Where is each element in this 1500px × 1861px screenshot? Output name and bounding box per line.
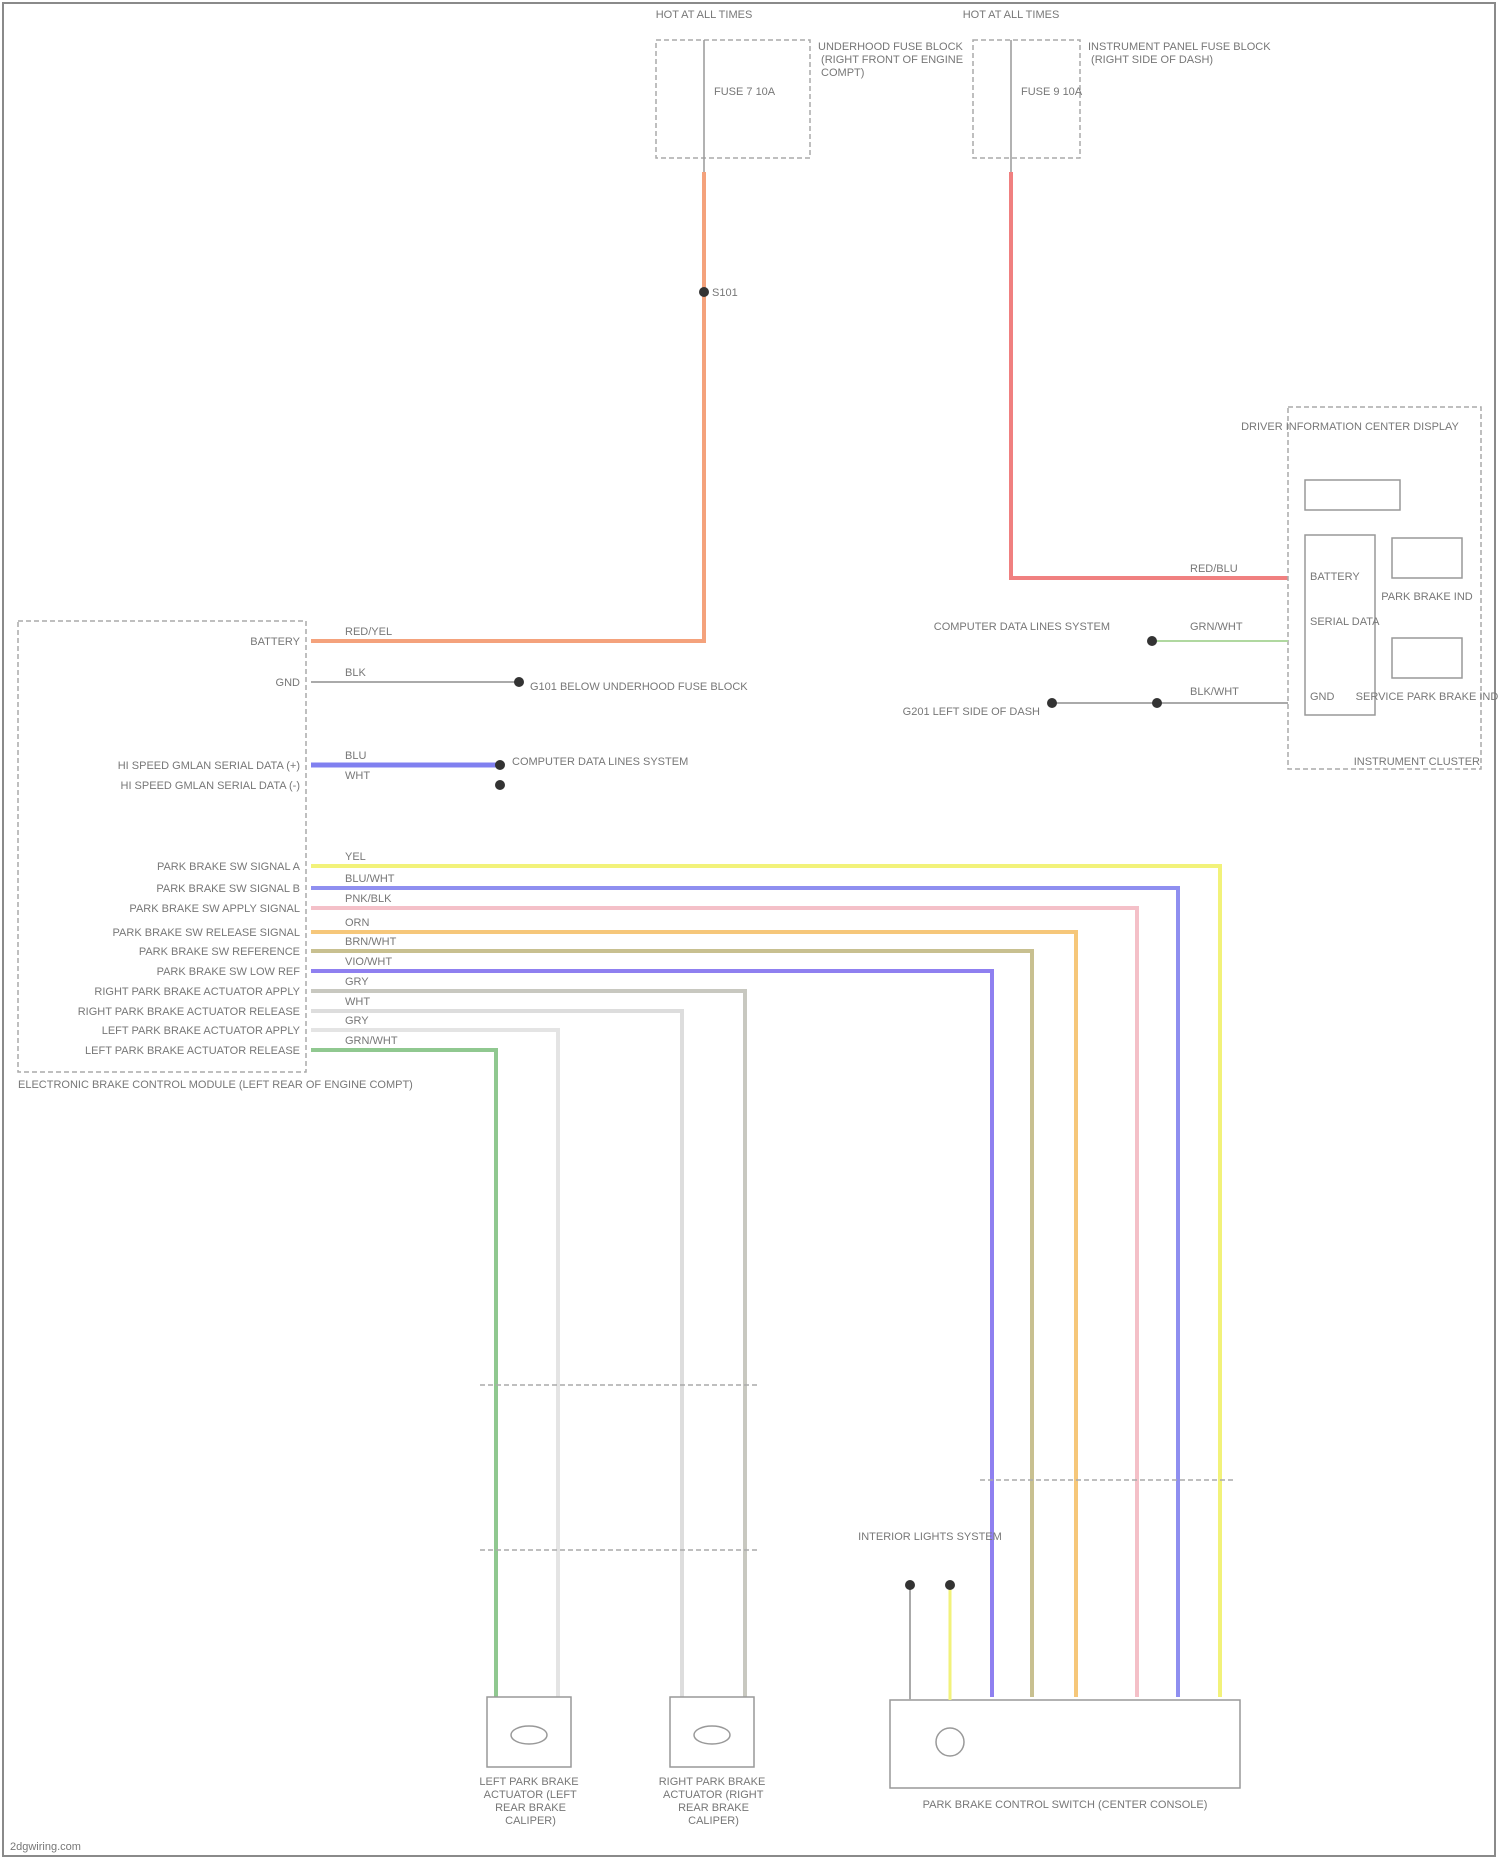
wire-3 bbox=[311, 932, 1076, 1697]
motor-icon bbox=[694, 1726, 730, 1744]
fuse-location: INSTRUMENT PANEL FUSE BLOCK (RIGHT SIDE … bbox=[1088, 41, 1271, 66]
pin-label: HI SPEED GMLAN SERIAL DATA (-) bbox=[121, 780, 301, 792]
pin-label: LEFT PARK BRAKE ACTUATOR APPLY bbox=[102, 1025, 301, 1037]
wire-4 bbox=[311, 951, 1032, 1697]
splice-dot bbox=[1152, 698, 1162, 708]
ground-label: G101 BELOW UNDERHOOD FUSE BLOCK bbox=[530, 681, 748, 693]
wire-8 bbox=[311, 1030, 558, 1697]
wire-color-label: WHT bbox=[345, 996, 370, 1008]
wire-color-label: GRY bbox=[345, 976, 369, 988]
fuse-label: FUSE 9 10A bbox=[1021, 86, 1083, 98]
illum-label: INTERIOR LIGHTS SYSTEM bbox=[858, 1531, 1002, 1543]
park-switch-label: PARK BRAKE CONTROL SWITCH (CENTER CONSOL… bbox=[923, 1799, 1208, 1811]
splice-dot bbox=[905, 1580, 915, 1590]
wire-color-label: BLU/WHT bbox=[345, 873, 395, 885]
pin-label: RIGHT PARK BRAKE ACTUATOR RELEASE bbox=[78, 1006, 300, 1018]
serial-label: COMPUTER DATA LINES SYSTEM bbox=[512, 756, 688, 768]
wire-color-label: WHT bbox=[345, 770, 370, 782]
cluster-title: INSTRUMENT CLUSTER bbox=[1354, 756, 1480, 768]
lamp-icon bbox=[1392, 638, 1462, 678]
fuse-location: UNDERHOOD FUSE BLOCK (RIGHT FRONT OF ENG… bbox=[818, 41, 964, 79]
actuator-label: RIGHT PARK BRAKE ACTUATOR (RIGHT REAR BR… bbox=[659, 1776, 766, 1827]
wire-battery-ebcm bbox=[311, 172, 704, 641]
cluster-serial-text: COMPUTER DATA LINES SYSTEM bbox=[934, 621, 1110, 633]
brake-actuator-0 bbox=[487, 1697, 571, 1767]
pin-label: PARK BRAKE SW REFERENCE bbox=[139, 946, 300, 958]
wire-color-label: ORN bbox=[345, 917, 370, 929]
lamp-label: SERVICE PARK BRAKE IND bbox=[1356, 691, 1499, 703]
cluster-row: SERIAL DATA bbox=[1310, 616, 1380, 628]
fuse-block-1 bbox=[973, 40, 1080, 158]
pin-label: PARK BRAKE SW SIGNAL B bbox=[156, 883, 300, 895]
splice-dot bbox=[1147, 636, 1157, 646]
cluster-row: BATTERY bbox=[1310, 571, 1360, 583]
wire-color-label: YEL bbox=[345, 851, 366, 863]
lamp-label: PARK BRAKE IND bbox=[1381, 591, 1473, 603]
cluster-ground-text: G201 LEFT SIDE OF DASH bbox=[903, 706, 1040, 718]
pin-label: PARK BRAKE SW RELEASE SIGNAL bbox=[113, 927, 300, 939]
ebcm-box bbox=[18, 621, 306, 1072]
wire-color-label: RED/BLU bbox=[1190, 563, 1238, 575]
actuator-label: LEFT PARK BRAKE ACTUATOR (LEFT REAR BRAK… bbox=[479, 1776, 578, 1827]
fuse-label: FUSE 7 10A bbox=[714, 86, 776, 98]
fuse-header: HOT AT ALL TIMES bbox=[963, 9, 1060, 21]
park-brake-switch bbox=[890, 1700, 1240, 1788]
pin-label: PARK BRAKE SW APPLY SIGNAL bbox=[129, 903, 300, 915]
wire-color-label: BLU bbox=[345, 750, 366, 762]
display-icon bbox=[1305, 480, 1400, 510]
brake-actuator-1 bbox=[670, 1697, 754, 1767]
footer: 2dgwiring.com bbox=[10, 1841, 81, 1853]
wire-color-label: VIO/WHT bbox=[345, 956, 392, 968]
wire-9 bbox=[311, 1050, 496, 1697]
pin-label: RIGHT PARK BRAKE ACTUATOR APPLY bbox=[94, 986, 300, 998]
lamp-icon bbox=[1392, 538, 1462, 578]
wire-color-label: BLK bbox=[345, 667, 366, 679]
wire-2 bbox=[311, 908, 1137, 1697]
splice-dot bbox=[699, 287, 709, 297]
wire-5 bbox=[311, 971, 992, 1697]
pin-label: BATTERY bbox=[250, 636, 300, 648]
wire-color-label: GRY bbox=[345, 1015, 369, 1027]
wire-color-label: PNK/BLK bbox=[345, 893, 392, 905]
wire-6 bbox=[311, 991, 745, 1697]
cluster-row: GND bbox=[1310, 691, 1335, 703]
wire-color-label: GRN/WHT bbox=[1190, 621, 1243, 633]
cluster-display-label: DRIVER INFORMATION CENTER DISPLAY bbox=[1241, 421, 1459, 433]
motor-icon bbox=[511, 1726, 547, 1744]
pin-label: LEFT PARK BRAKE ACTUATOR RELEASE bbox=[85, 1045, 300, 1057]
wire-color-label: RED/YEL bbox=[345, 626, 392, 638]
ebcm-title: ELECTRONIC BRAKE CONTROL MODULE (LEFT RE… bbox=[18, 1079, 413, 1091]
pin-label: PARK BRAKE SW LOW REF bbox=[157, 966, 301, 978]
wire-battery-cluster bbox=[1011, 172, 1288, 578]
splice-dot bbox=[514, 677, 524, 687]
wire-color-label: GRN/WHT bbox=[345, 1035, 398, 1047]
pin-label: HI SPEED GMLAN SERIAL DATA (+) bbox=[118, 760, 300, 772]
wire-color-label: BRN/WHT bbox=[345, 936, 397, 948]
pin-label: PARK BRAKE SW SIGNAL A bbox=[157, 861, 301, 873]
illumination-bulb-icon bbox=[936, 1728, 964, 1756]
splice-dot bbox=[1047, 698, 1057, 708]
splice-dot bbox=[495, 760, 505, 770]
pin-label: GND bbox=[276, 677, 301, 689]
splice-label: S101 bbox=[712, 287, 738, 299]
wire-color-label: BLK/WHT bbox=[1190, 686, 1239, 698]
splice-dot bbox=[945, 1580, 955, 1590]
fuse-header: HOT AT ALL TIMES bbox=[656, 9, 753, 21]
fuse-block-0 bbox=[656, 40, 810, 158]
splice-dot bbox=[495, 780, 505, 790]
